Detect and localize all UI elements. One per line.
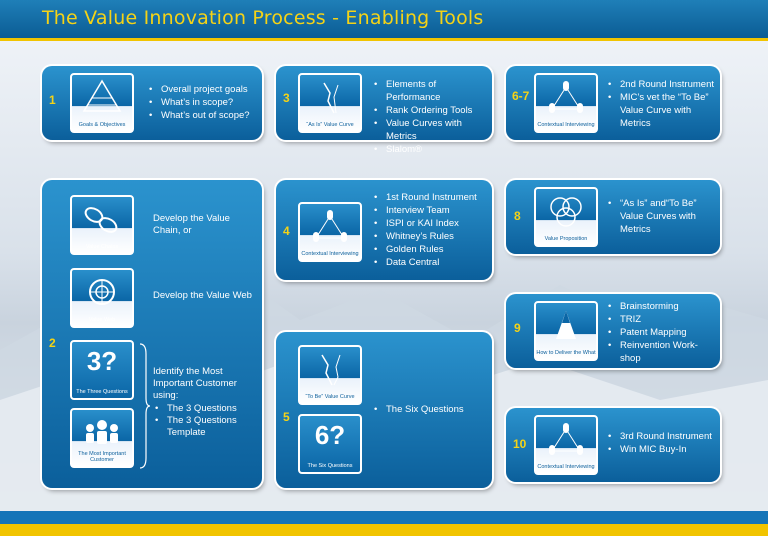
list-item: Whitney’s Rules	[372, 230, 477, 243]
list-item: Interview Team	[372, 204, 477, 217]
footer-blue-bar	[0, 511, 768, 524]
icon-caption: Value Proposition	[544, 236, 588, 242]
bullet-list: “As Is” and“To Be” Value Curves with Met…	[606, 197, 716, 236]
list-item: Slalom®	[372, 143, 492, 156]
bullet-list: The 3 Questions The 3 Questions Template	[153, 403, 258, 439]
list-item: Patent Mapping	[606, 326, 716, 339]
list-item: What’s in scope?	[147, 96, 250, 109]
list-item: The 3 Questions	[153, 403, 258, 415]
goals-icon: Goals & Objectives	[70, 73, 134, 133]
microphones-icon: Contextual Interviewing	[534, 415, 598, 475]
list-item: “As Is” and“To Be” Value Curves with Met…	[606, 197, 716, 236]
page-title: The Value Innovation Process - Enabling …	[42, 7, 484, 29]
list-item: 1st Round Instrument	[372, 191, 477, 204]
icon-caption: Contextual Interviewing	[301, 251, 359, 257]
value-curve-icon: “To Be” Value Curve	[298, 345, 362, 405]
big-question-mark: 3?	[86, 346, 118, 376]
value-web-text: Develop the Value Web	[153, 290, 252, 301]
bullet-list: Overall project goals What’s in scope? W…	[147, 83, 250, 122]
bullet-list: Elements of Performance Rank Ordering To…	[372, 78, 492, 156]
panel-8-value-proposition: 8 Value Proposition “As Is” and“To Be” V…	[506, 180, 720, 254]
icon-caption: Contextual Interviewing	[537, 464, 595, 470]
icon-caption: Value Chains	[85, 244, 119, 250]
panel-3-as-is: 3 “As Is” Value Curve Elements of Perfor…	[276, 66, 492, 156]
value-web-icon: Value Web	[70, 268, 134, 328]
footer-yellow-bar	[0, 524, 768, 536]
icon-caption: The Most Important Customer	[78, 451, 126, 463]
important-customer-icon: The Most Important Customer	[70, 408, 134, 468]
panel-2-value-chain: 2 Value Chains Develop the Value Chain, …	[42, 180, 262, 488]
value-chains-icon: Value Chains	[70, 195, 134, 255]
icon-caption: How to Deliver the What	[536, 350, 596, 356]
icon-caption: The Three Questions	[76, 389, 128, 395]
list-item: Overall project goals	[147, 83, 250, 96]
list-item: Win MIC Buy-In	[606, 443, 716, 456]
list-item: ISPI or KAI Index	[372, 217, 477, 230]
list-item: Rank Ordering Tools	[372, 104, 492, 117]
icon-caption: Value Web	[88, 317, 116, 323]
icon-caption: Contextual Interviewing	[537, 122, 595, 128]
list-item: 2nd Round Instrument	[606, 78, 716, 91]
step-number: 2	[49, 336, 56, 350]
icon-caption: The Six Questions	[307, 463, 353, 469]
step-number: 4	[283, 224, 290, 238]
bullet-list: The Six Questions	[372, 403, 464, 416]
list-item: Brainstorming	[606, 300, 716, 313]
list-item: The Six Questions	[372, 403, 464, 416]
panel-6-7-second-round: 6-7 Contextual Interviewing 2nd Round In…	[506, 66, 720, 140]
bullet-list: 2nd Round Instrument MIC’s vet the “To B…	[606, 78, 716, 130]
panel-10-third-round: 10 Contextual Interviewing 3rd Round Ins…	[506, 408, 720, 482]
list-item: The 3 Questions Template	[153, 415, 258, 439]
panel-4-first-round: 4 Contextual Interviewing 1st Round Inst…	[276, 180, 492, 280]
step-number: 9	[514, 321, 521, 335]
step-number: 6-7	[512, 89, 530, 103]
venn-diagram-icon: Value Proposition	[534, 187, 598, 247]
value-curve-icon: “As Is” Value Curve	[298, 73, 362, 133]
list-item: 3rd Round Instrument	[606, 430, 716, 443]
identify-customer-text: Identify the Most Important Customer usi…	[153, 366, 237, 401]
big-question-mark: 6?	[314, 420, 346, 450]
value-chain-text: Develop the Value Chain, or	[153, 213, 230, 236]
list-item: Value Curves with Metrics	[372, 117, 492, 143]
icon-caption: “As Is” Value Curve	[306, 122, 354, 128]
bullet-list: 3rd Round Instrument Win MIC Buy-In	[606, 430, 716, 456]
list-item: Golden Rules	[372, 243, 477, 256]
panel-5-to-be: 5 “To Be” Value Curve 6? The Six Questio…	[276, 332, 492, 488]
step-number: 1	[49, 93, 56, 107]
microphones-icon: Contextual Interviewing	[298, 202, 362, 262]
list-item: Elements of Performance	[372, 78, 492, 104]
bullet-list: Brainstorming TRIZ Patent Mapping Reinve…	[606, 300, 716, 365]
list-item: TRIZ	[606, 313, 716, 326]
step-number: 5	[283, 410, 290, 424]
panel-9-how-to-deliver: 9 How to Deliver the What Brainstorming …	[506, 294, 720, 368]
header-divider	[0, 38, 768, 41]
step-number: 3	[283, 91, 290, 105]
list-item: Reinvention Work-shop	[606, 339, 716, 365]
step-number: 8	[514, 209, 521, 223]
brace-icon	[139, 343, 151, 469]
panel-1-goals: 1 Goals & Objectives Overall project goa…	[42, 66, 262, 140]
header-bar: The Value Innovation Process - Enabling …	[0, 0, 768, 38]
peak-icon: How to Deliver the What	[534, 301, 598, 361]
list-item: MIC’s vet the “To Be” Value Curve with M…	[606, 91, 716, 130]
microphones-icon: Contextual Interviewing	[534, 73, 598, 133]
icon-caption: “To Be” Value Curve	[305, 394, 355, 400]
step-number: 10	[513, 437, 527, 451]
list-item: Data Central	[372, 256, 477, 269]
list-item: What’s out of scope?	[147, 109, 250, 122]
three-questions-icon: 3? The Three Questions	[70, 340, 134, 400]
six-questions-icon: 6? The Six Questions	[298, 414, 362, 474]
icon-caption: Goals & Objectives	[78, 122, 126, 128]
bullet-list: 1st Round Instrument Interview Team ISPI…	[372, 191, 477, 269]
